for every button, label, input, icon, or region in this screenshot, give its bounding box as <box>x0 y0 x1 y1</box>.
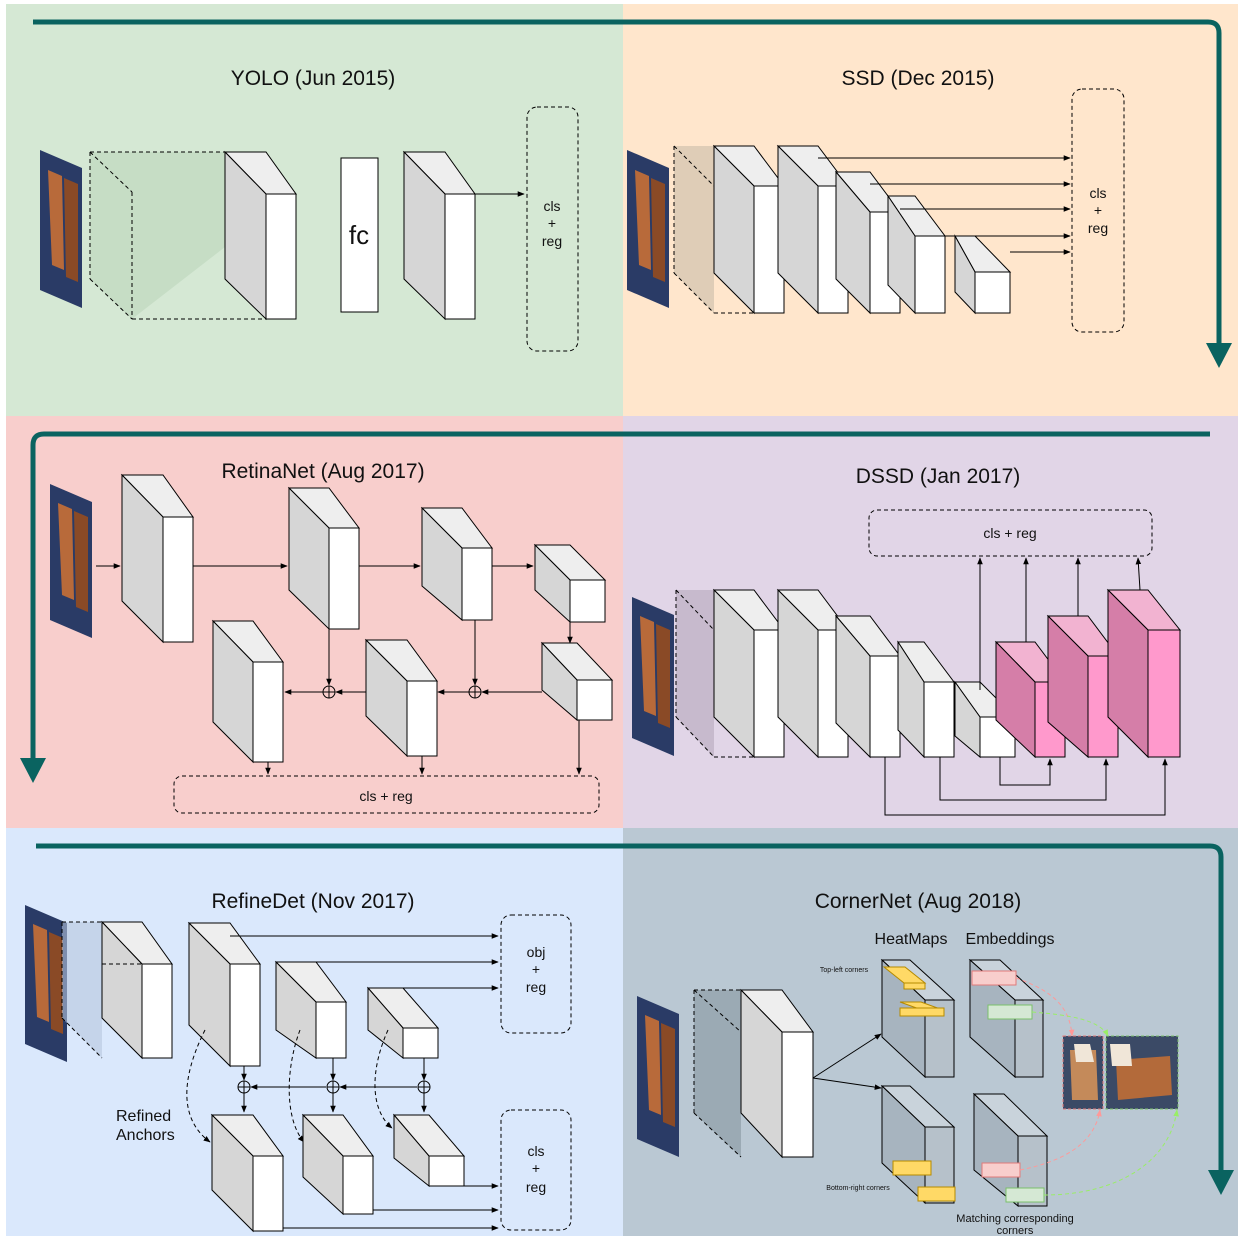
refinedet-odm-1 <box>210 1113 284 1233</box>
refinedet-arm-3 <box>366 986 440 1060</box>
yolo-conv-block <box>223 150 297 321</box>
dssd-deconv-block-2 <box>1046 614 1119 759</box>
cornernet-input-volume <box>693 989 742 1158</box>
cornernet-title: CornerNet (Aug 2018) <box>815 890 1022 913</box>
refinedet-arm-1 <box>187 921 261 1068</box>
dssd-block-4 <box>897 640 955 759</box>
yolo-plus-label: + <box>548 215 556 231</box>
refined-anchors-label-2: Anchors <box>116 1127 175 1144</box>
ssd-block-4 <box>887 194 946 315</box>
refinedet-add-icon-1 <box>237 1080 251 1094</box>
ssd-block-2 <box>776 144 849 315</box>
cornernet-result-image-1 <box>1062 1035 1104 1110</box>
refinedet-obj-reg-label: reg <box>526 979 546 995</box>
refinedet-obj-reg-box: obj + reg <box>500 914 572 1034</box>
ssd-reg-label: reg <box>1088 220 1108 236</box>
retinanet-output-label: cls + reg <box>359 788 412 804</box>
retinanet-cls-reg-box: cls + reg <box>173 775 600 814</box>
ssd-input-image-icon <box>627 150 669 308</box>
retinanet-fpn-3 <box>364 638 438 758</box>
ssd-block-1 <box>712 144 785 315</box>
ssd-title: SSD (Dec 2015) <box>842 67 995 90</box>
retinanet-panel <box>6 416 623 828</box>
retinanet-backbone-3 <box>420 506 493 622</box>
refinedet-odm-2 <box>301 1113 374 1216</box>
refined-anchors-label-1: Refined <box>116 1108 171 1125</box>
refinedet-input-image-icon <box>25 905 67 1062</box>
dssd-title: DSSD (Jan 2017) <box>856 465 1021 488</box>
yolo-input-image-icon <box>40 150 82 308</box>
cornernet-embedding-bottom-right <box>972 1092 1049 1208</box>
retinanet-title: RetinaNet (Aug 2017) <box>221 460 424 483</box>
retinanet-input-image-icon <box>50 484 92 638</box>
refinedet-arm-2 <box>274 960 347 1059</box>
yolo-output-block <box>402 150 476 321</box>
refinedet-cls-reg-label: reg <box>526 1179 546 1195</box>
ssd-block-5 <box>954 234 1012 315</box>
cornernet-heatmap-bottom-right <box>880 1084 956 1205</box>
cornernet-input-image-icon <box>637 996 679 1157</box>
bottom-right-corners-label: Bottom-right corners <box>826 1185 890 1192</box>
refinedet-obj-label: obj <box>527 944 546 960</box>
ssd-cls-label: cls <box>1089 185 1106 201</box>
refinedet-cls-reg-box: cls + reg <box>500 1109 572 1231</box>
dssd-block-2 <box>776 588 849 759</box>
refinedet-odm-3 <box>392 1113 466 1188</box>
dssd-input-image-icon <box>632 597 674 756</box>
retinanet-fpn-4 <box>540 641 614 722</box>
matching-corners-label-2: corners <box>997 1225 1034 1236</box>
matching-corners-label-1: Matching corresponding <box>956 1213 1073 1225</box>
yolo-fc-label: fc <box>349 220 369 250</box>
refinedet-cls-label: cls <box>527 1143 544 1159</box>
dssd-deconv-block-3 <box>1106 588 1182 759</box>
dssd-input-volume <box>675 589 754 758</box>
retinanet-backbone-4 <box>533 543 607 624</box>
timeline-flow-arrows <box>30 19 1224 1174</box>
cornernet-backbone-block <box>739 988 814 1159</box>
refinedet-obj-plus-label: + <box>532 961 540 977</box>
heatmaps-label: HeatMaps <box>875 931 948 948</box>
retinanet-backbone-2 <box>287 486 360 631</box>
retinanet-backbone-1 <box>120 473 194 644</box>
timeline-arrowheads <box>20 343 1234 1195</box>
cornernet-heatmap-top-left <box>880 958 956 1079</box>
embeddings-label: Embeddings <box>966 931 1055 948</box>
yolo-reg-label: reg <box>542 233 562 249</box>
refinedet-input-volume <box>61 921 103 1059</box>
dssd-block-3 <box>834 614 901 759</box>
refinedet-add-icon-2 <box>326 1080 340 1094</box>
yolo-cls-reg-box: cls + reg <box>526 106 579 352</box>
ssd-cls-reg-box: cls + reg <box>1071 88 1125 333</box>
ssd-plus-label: + <box>1094 202 1102 218</box>
cornernet-result-image-2 <box>1105 1035 1179 1110</box>
yolo-cls-label: cls <box>543 198 560 214</box>
refinedet-cls-plus-label: + <box>532 1160 540 1176</box>
dssd-cls-reg-box: cls + reg <box>868 509 1153 557</box>
yolo-fc-layer: fc <box>340 157 379 313</box>
refinedet-add-icon-3 <box>417 1080 431 1094</box>
ssd-input-volume <box>673 145 754 314</box>
retinanet-fpn-2 <box>211 619 284 764</box>
cornernet-embedding-top-left <box>968 958 1045 1079</box>
top-left-corners-label: Top-left corners <box>820 967 869 974</box>
refinedet-title: RefineDet (Nov 2017) <box>211 890 414 913</box>
yolo-title: YOLO (Jun 2015) <box>231 67 396 90</box>
refinedet-backbone-1 <box>100 920 173 1060</box>
dssd-output-label: cls + reg <box>983 525 1036 541</box>
